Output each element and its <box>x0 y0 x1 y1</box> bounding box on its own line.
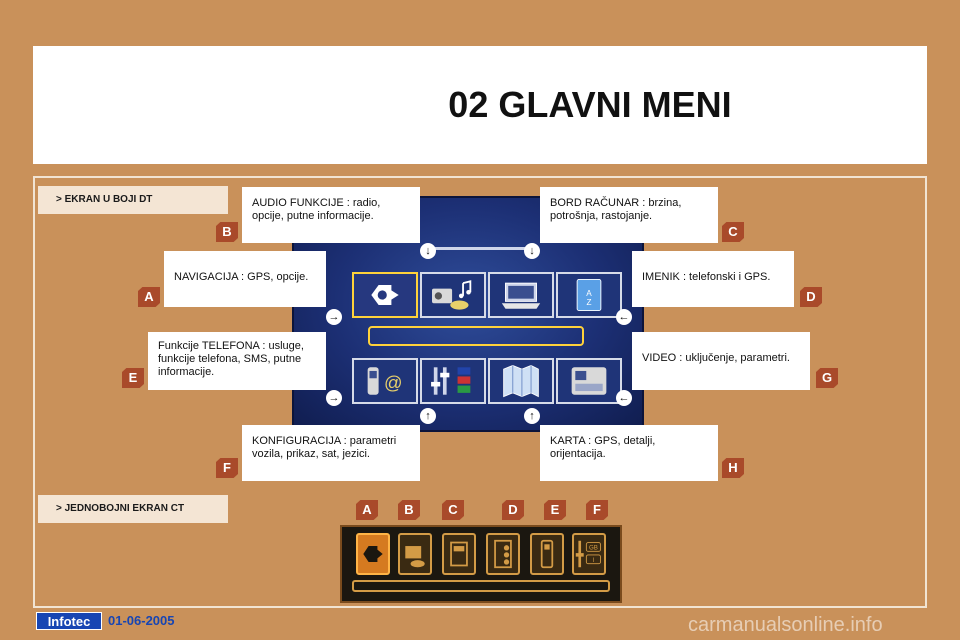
badge-h: H <box>722 458 744 478</box>
ct-badge-e: E <box>544 500 566 520</box>
configuration-icon <box>431 367 471 395</box>
svg-text:Z: Z <box>586 298 591 307</box>
page-title: 02 GLAVNI MENI <box>448 84 732 125</box>
arrow-left-icon: ← <box>616 390 632 406</box>
ct-tile-trip-computer[interactable] <box>442 533 476 575</box>
section-tag-mono-screen: > JEDNOBOJNI EKRAN CT <box>38 495 228 523</box>
ct-tile-configuration[interactable]: GB I <box>572 533 606 575</box>
video-icon <box>571 367 607 395</box>
ct-selection-bar <box>352 580 610 592</box>
directory-icon <box>494 539 512 569</box>
ct-label-gb: GB <box>589 545 598 552</box>
telephone-icon <box>540 539 554 569</box>
callout-directory: IMENIK : telefonski i GPS. <box>632 251 794 307</box>
badge-e: E <box>122 368 144 388</box>
footer-date: 01-06-2005 <box>108 613 175 628</box>
content-frame <box>33 176 927 608</box>
arrow-up-icon: ↑ <box>524 408 540 424</box>
arrow-left-icon: ← <box>616 309 632 325</box>
svg-text:@: @ <box>384 372 403 393</box>
badge-c: C <box>722 222 744 242</box>
trip-computer-icon <box>450 541 468 567</box>
tile-directory[interactable]: A Z <box>556 272 622 318</box>
callout-map: KARTA : GPS, detalji, orijentacija. <box>540 425 718 481</box>
badge-f: F <box>216 458 238 478</box>
title-band <box>33 46 927 164</box>
telephone-icon: @ <box>367 367 403 395</box>
ct-label-i: I <box>593 557 595 564</box>
arrow-down-icon: ↓ <box>524 243 540 259</box>
tile-audio[interactable] <box>420 272 486 318</box>
directory-icon: A Z <box>576 279 602 311</box>
ct-badge-c: C <box>442 500 464 520</box>
tile-map[interactable] <box>488 358 554 404</box>
section-tag-color-screen: > EKRAN U BOJI DT <box>38 186 228 214</box>
callout-video: VIDEO : uključenje, parametri. <box>632 332 810 390</box>
tile-video[interactable] <box>556 358 622 404</box>
audio-icon <box>405 546 425 568</box>
watermark: carmanualsonline.info <box>688 614 883 636</box>
ct-badge-d: D <box>502 500 524 520</box>
menu-selection-bar <box>368 326 584 346</box>
navigation-icon <box>363 546 383 562</box>
tile-telephone[interactable]: @ <box>352 358 418 404</box>
ct-badge-f: F <box>586 500 608 520</box>
badge-d: D <box>800 287 822 307</box>
callout-navigation: NAVIGACIJA : GPS, opcije. <box>164 251 326 307</box>
ct-tile-telephone[interactable] <box>530 533 564 575</box>
tile-navigation[interactable] <box>352 272 418 318</box>
badge-b: B <box>216 222 238 242</box>
tile-configuration[interactable] <box>420 358 486 404</box>
trip-computer-icon <box>501 282 541 309</box>
badge-g: G <box>816 368 838 388</box>
audio-icon <box>432 280 472 310</box>
arrow-right-icon: → <box>326 309 342 325</box>
arrow-down-icon: ↓ <box>420 243 436 259</box>
callout-audio: AUDIO FUNKCIJE : radio, opcije, putne in… <box>242 187 420 243</box>
ct-tile-navigation[interactable] <box>356 533 390 575</box>
brand-logo: Infotec <box>36 612 102 630</box>
callout-trip-computer: BORD RAČUNAR : brzina, potrošnja, rastoj… <box>540 187 718 243</box>
callout-configuration: KONFIGURACIJA : parametri vozila, prikaz… <box>242 425 420 481</box>
map-icon <box>503 364 539 398</box>
arrow-up-icon: ↑ <box>420 408 436 424</box>
tile-trip-computer[interactable] <box>488 272 554 318</box>
callout-telephone: Funkcije TELEFONA : usluge, funkcije tel… <box>148 332 326 390</box>
ct-badge-a: A <box>356 500 378 520</box>
ct-badge-b: B <box>398 500 420 520</box>
navigation-icon <box>371 284 399 306</box>
screen-top-line <box>428 247 532 250</box>
arrow-right-icon: → <box>326 390 342 406</box>
badge-a: A <box>138 287 160 307</box>
configuration-icon: GB I <box>575 540 601 568</box>
svg-text:A: A <box>586 289 592 298</box>
ct-tile-audio[interactable] <box>398 533 432 575</box>
ct-tile-directory[interactable] <box>486 533 520 575</box>
